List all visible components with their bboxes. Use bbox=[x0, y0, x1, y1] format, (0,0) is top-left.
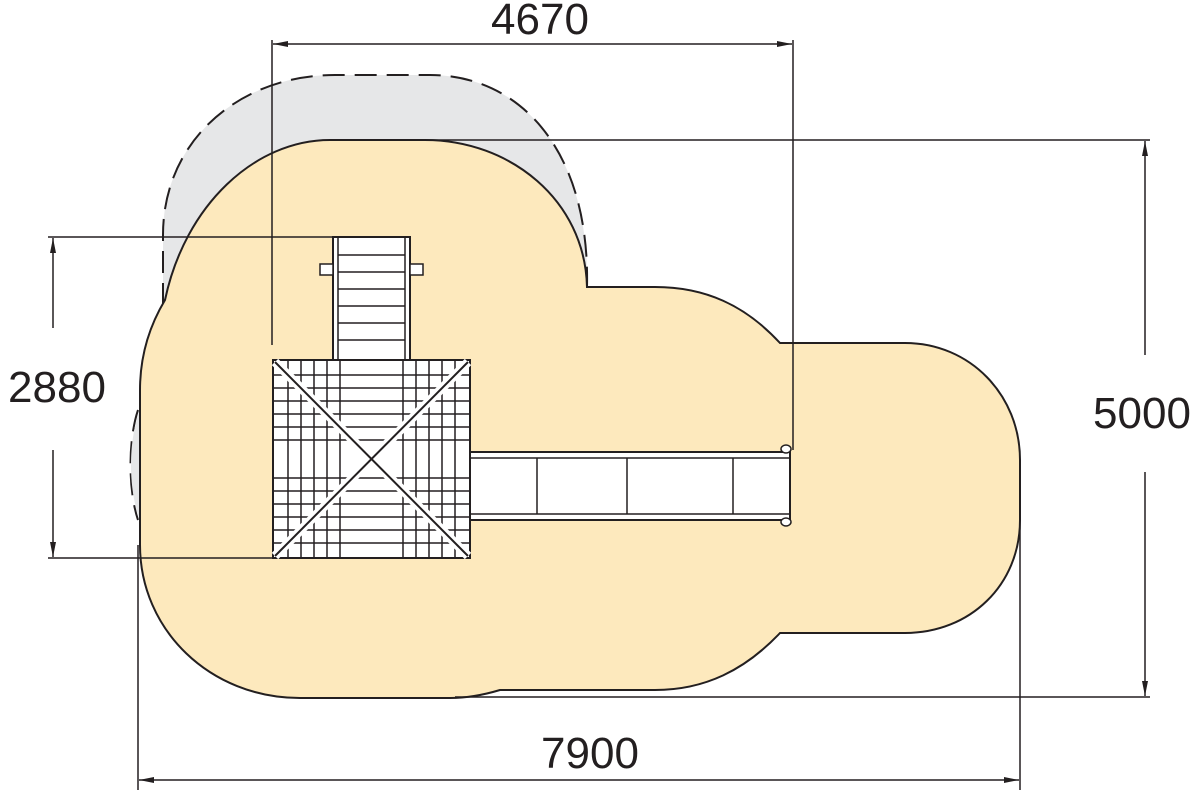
dimension-right-label: 5000 bbox=[1093, 389, 1191, 438]
alternative-zone-left-edge bbox=[129, 409, 139, 521]
slide bbox=[467, 444, 792, 527]
dimension-left-label: 2880 bbox=[8, 363, 106, 412]
dimension-bottom-label: 7900 bbox=[541, 729, 639, 778]
dimension-top-label: 4670 bbox=[491, 0, 589, 44]
dimension-left: 2880 bbox=[8, 236, 335, 559]
ladder bbox=[319, 236, 424, 361]
dimension-right: 5000 bbox=[425, 139, 1191, 698]
tower-platform bbox=[271, 358, 472, 560]
dimension-top: 4670 bbox=[271, 0, 794, 450]
alternative-zone-left-fill bbox=[131, 410, 140, 520]
dimension-bottom: 7900 bbox=[137, 520, 1021, 790]
